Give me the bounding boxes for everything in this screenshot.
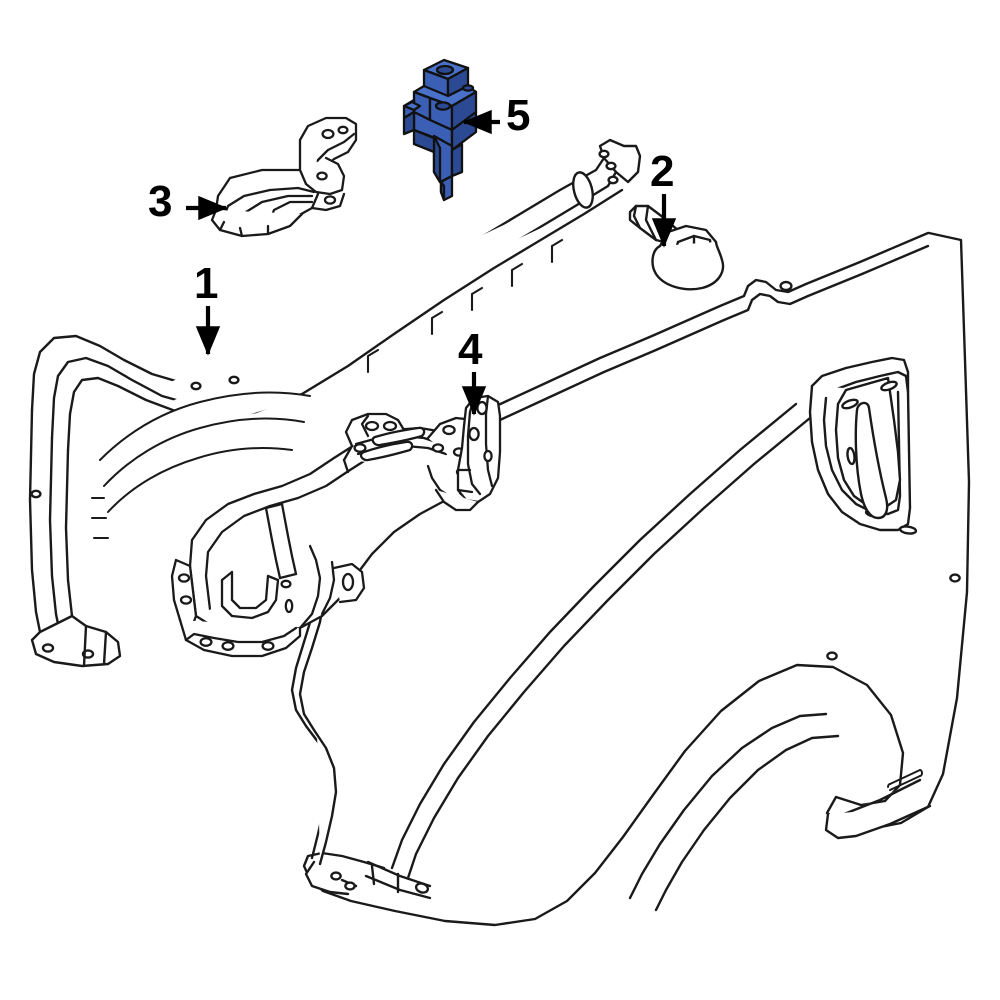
callout-number-1: 1 bbox=[194, 259, 219, 308]
highlighted-sensor-bracket bbox=[402, 58, 478, 202]
callout-arrows bbox=[186, 109, 677, 416]
callout-number-4: 4 bbox=[458, 325, 483, 374]
vertical-support-bracket bbox=[426, 394, 502, 512]
callout-number-2: 2 bbox=[650, 147, 675, 196]
callout-number-5: 5 bbox=[506, 91, 531, 140]
mounting-bracket bbox=[210, 116, 358, 238]
callout-number-3: 3 bbox=[148, 177, 173, 226]
upper-support-rail bbox=[28, 138, 642, 668]
apron-assembly bbox=[170, 412, 490, 658]
